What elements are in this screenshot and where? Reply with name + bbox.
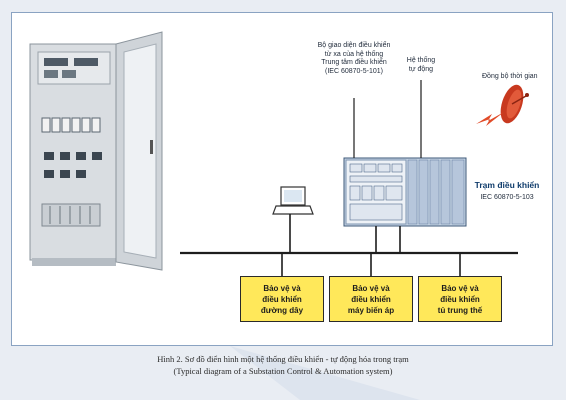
- time-sync-label: Đồng bộ thời gian: [482, 73, 538, 80]
- control-center-title: Trạm điều khiển: [474, 180, 540, 190]
- automation-system-label: Hệ thống tự động: [406, 57, 436, 73]
- remote-interface-label: Bộ giao diện điều khiển từ xa của hệ thố…: [317, 42, 391, 75]
- mv-cabinet-protection-box: Bảo vệ và điều khiển tủ trung thế: [418, 276, 502, 322]
- caption-vietnamese: Hình 2. Sơ đồ điển hình một hệ thống điề…: [157, 354, 409, 364]
- line-protection-box: Bảo vệ và điều khiển đường dây: [240, 276, 324, 322]
- switchgear-cabinet-icon: [29, 31, 163, 271]
- control-station-rack-icon: [343, 157, 467, 253]
- laptop-icon: [272, 186, 314, 253]
- background-shape: [230, 346, 420, 400]
- signal-bolt-icon: [476, 112, 504, 126]
- transformer-protection-box: Bảo vệ và điều khiển máy biến áp: [329, 276, 413, 322]
- satellite-dish-icon: [500, 84, 529, 124]
- caption-english: (Typical diagram of a Substation Control…: [173, 366, 393, 376]
- control-center-standard: IEC 60870-5-103: [480, 194, 534, 201]
